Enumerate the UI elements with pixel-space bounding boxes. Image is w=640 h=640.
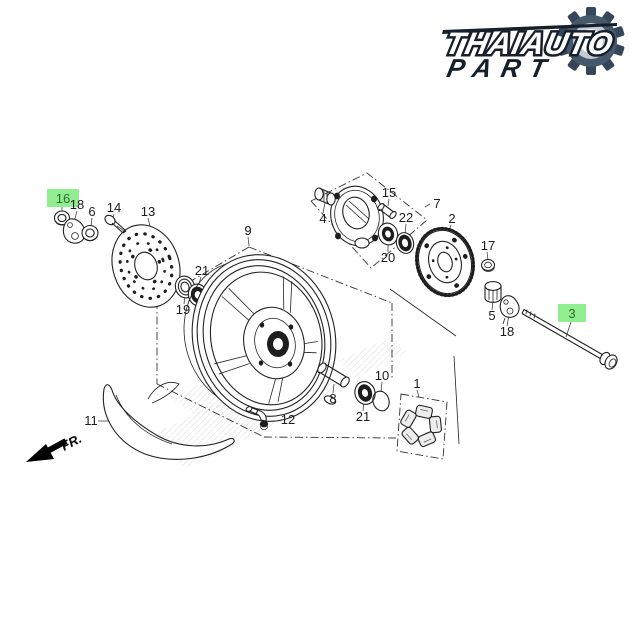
part-label-3: 3 <box>568 306 575 321</box>
brand-name-line1: THAIAUTO <box>442 26 617 61</box>
nut-part-17 <box>480 258 496 272</box>
part-label-19: 19 <box>176 302 190 317</box>
highlight-box-3 <box>558 304 586 322</box>
part-label-14: 14 <box>107 200 121 215</box>
part-label-11: 11 <box>84 413 98 428</box>
part-label-7: 7 <box>433 196 440 211</box>
bracket-part-18b <box>499 295 520 325</box>
collar-part-5 <box>484 281 502 303</box>
part-label-4: 4 <box>319 211 326 226</box>
part-label-16: 16 <box>56 191 70 206</box>
nut-part-16 <box>53 210 71 226</box>
collar-part-6 <box>81 224 99 242</box>
brand-name-line2: PART <box>444 53 559 83</box>
gear-icon <box>557 7 625 75</box>
sprocket-part <box>414 226 476 298</box>
fr-label: FR. <box>59 431 84 454</box>
part-label-1: 1 <box>413 376 420 391</box>
rear-wheel-part <box>183 254 337 422</box>
part-label-10: 10 <box>375 368 389 383</box>
fr-direction-arrow: FR. <box>26 431 84 462</box>
part-label-8: 8 <box>329 391 336 406</box>
brake-disc-part <box>111 224 181 308</box>
logo-top-bar <box>442 23 617 34</box>
part-label-13: 13 <box>141 204 155 219</box>
part-label-20: 20 <box>381 250 395 265</box>
part-label-5: 5 <box>488 308 495 323</box>
part-label-6: 6 <box>88 204 95 219</box>
highlight-box-16 <box>47 189 79 207</box>
part-label-17: 17 <box>481 238 495 253</box>
part-label-21b: 21 <box>356 409 370 424</box>
brand-logo: THAIAUTO PART <box>440 7 625 83</box>
oring-part-10 <box>372 390 390 412</box>
axle-part <box>521 309 618 370</box>
hub-carrier-part <box>330 185 384 249</box>
part-label-15: 15 <box>382 185 396 200</box>
valve-part-12 <box>245 406 269 430</box>
wheel-hub <box>243 306 305 380</box>
wheel-spokes <box>214 276 318 404</box>
part-label-21a: 21 <box>195 263 209 278</box>
damper-set-part <box>400 404 442 448</box>
assembly-axis-lines <box>389 288 460 445</box>
part-label-2: 2 <box>448 211 455 226</box>
bushing-part-4 <box>314 187 336 206</box>
part-label-9: 9 <box>244 223 251 238</box>
part-label-22: 22 <box>399 210 413 225</box>
bearing-part-21b <box>354 381 376 405</box>
part-labels: 16 18 6 14 13 9 21 19 4 15 22 20 7 2 17 … <box>47 185 586 428</box>
spacer-part-8 <box>317 362 350 388</box>
part-label-18a: 18 <box>70 197 84 212</box>
part-label-18b: 18 <box>500 324 514 339</box>
bracket-part-18a <box>62 218 86 244</box>
part-label-12: 12 <box>281 412 295 427</box>
bolt-part-14 <box>104 214 127 234</box>
fender-part <box>102 382 235 460</box>
pin-part-15 <box>377 203 397 219</box>
seal-part-22 <box>395 232 415 254</box>
group-outline-damper <box>396 393 448 460</box>
bearing-part-20 <box>377 222 399 246</box>
